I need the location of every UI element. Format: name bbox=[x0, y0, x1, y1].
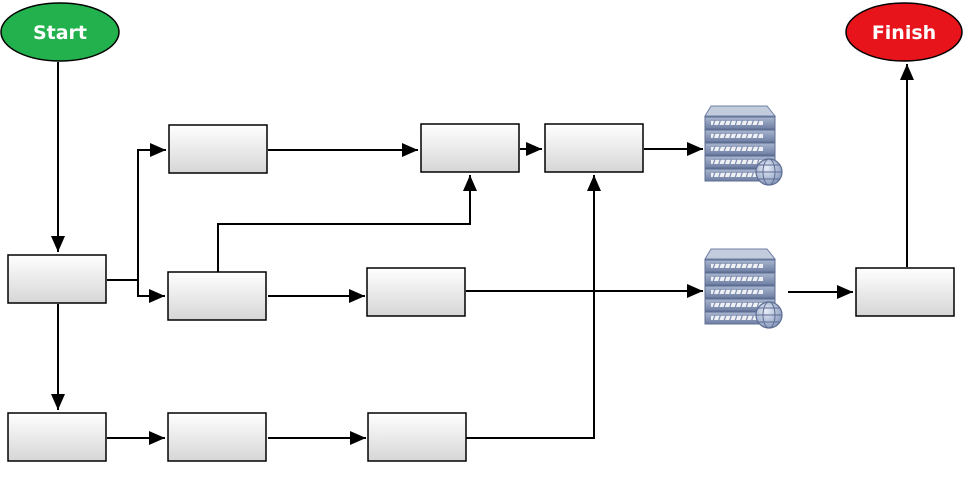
connectors bbox=[51, 62, 914, 445]
process-box-a[interactable] bbox=[7, 254, 107, 304]
process-box-d[interactable] bbox=[544, 123, 644, 173]
finish-terminal[interactable]: Finish bbox=[845, 2, 963, 62]
server-with-globe-icon bbox=[704, 105, 783, 186]
server-with-globe-icon bbox=[704, 248, 783, 329]
server-unit bbox=[704, 285, 776, 299]
connector-box-a-to-box-f bbox=[137, 280, 165, 303]
process-box-g[interactable] bbox=[366, 267, 466, 317]
process-box-b[interactable] bbox=[168, 124, 268, 174]
server-unit bbox=[704, 129, 776, 143]
connector-box-a-to-box-b bbox=[107, 143, 166, 281]
finish-label: Finish bbox=[872, 22, 936, 44]
process-box-j[interactable] bbox=[167, 412, 267, 462]
connector-box-f-to-box-c bbox=[217, 175, 477, 272]
server-unit bbox=[704, 259, 776, 273]
server-unit bbox=[704, 116, 776, 130]
process-boxes bbox=[7, 123, 955, 462]
process-box-k[interactable] bbox=[367, 412, 467, 462]
connector-box-k-to-box-d bbox=[466, 175, 601, 439]
start-terminal[interactable]: Start bbox=[0, 2, 120, 62]
server-unit bbox=[704, 272, 776, 286]
process-box-c[interactable] bbox=[420, 123, 520, 173]
globe-icon bbox=[755, 301, 783, 329]
process-box-e[interactable] bbox=[855, 267, 955, 317]
process-box-f[interactable] bbox=[167, 271, 267, 321]
server-unit bbox=[704, 142, 776, 156]
start-label: Start bbox=[33, 22, 87, 44]
process-box-i[interactable] bbox=[7, 412, 107, 462]
globe-icon bbox=[755, 158, 783, 186]
